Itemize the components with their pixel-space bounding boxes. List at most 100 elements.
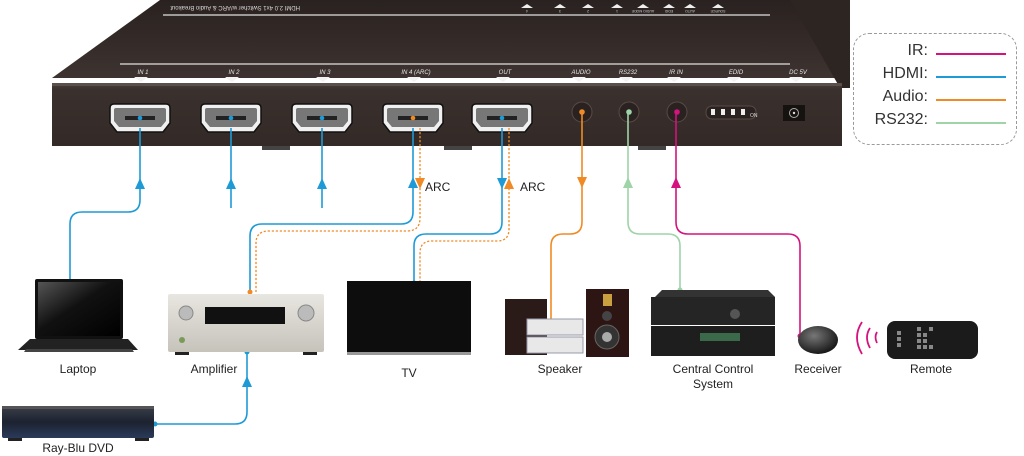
arrow-up-icon bbox=[504, 178, 514, 189]
port-marker-icon bbox=[572, 77, 586, 82]
legend-swatch bbox=[936, 53, 1006, 55]
port-label: EDID bbox=[729, 70, 744, 76]
legend-item-ir: IR: bbox=[854, 42, 1016, 64]
arc-cable-amplifier bbox=[255, 128, 421, 292]
port-label: IN 4 (ARC) bbox=[401, 70, 430, 76]
legend-swatch bbox=[936, 99, 1006, 101]
port-irin: IR IN bbox=[666, 70, 688, 123]
hdmi-cable-tv bbox=[413, 128, 503, 283]
chassis-foot bbox=[262, 146, 290, 150]
arrow-down-icon bbox=[415, 178, 425, 189]
top-button-marker-icon bbox=[637, 4, 649, 8]
amplifier-icon bbox=[168, 294, 324, 355]
chassis-foot bbox=[444, 146, 472, 150]
port-label: OUT bbox=[499, 70, 513, 76]
connector-dot bbox=[319, 115, 325, 121]
port-marker-icon bbox=[134, 77, 148, 82]
port-marker-icon bbox=[316, 77, 330, 82]
top-button-marker-icon bbox=[582, 4, 594, 8]
amplifier-label: Amplifier bbox=[190, 362, 238, 376]
receiver-label: Receiver bbox=[794, 362, 842, 376]
connector-dot bbox=[228, 115, 234, 121]
top-button-marker-icon bbox=[554, 4, 566, 8]
arrow-up-icon bbox=[242, 376, 252, 387]
legend-label: IR: bbox=[907, 42, 928, 59]
port-label: AUDIO bbox=[570, 70, 590, 76]
top-button-label: EDID bbox=[664, 9, 673, 13]
port-marker-icon bbox=[789, 77, 803, 82]
port-label: DC 5V bbox=[789, 70, 808, 76]
remote-label: Remote bbox=[909, 362, 953, 376]
dip-switch-lever bbox=[741, 109, 745, 115]
port-label: IR IN bbox=[669, 70, 683, 76]
port-marker-icon bbox=[667, 77, 681, 82]
top-button-marker-icon bbox=[684, 4, 696, 8]
central-control-label-line1: Central Control bbox=[672, 362, 754, 376]
chassis-foot bbox=[638, 146, 666, 150]
cables bbox=[69, 112, 801, 425]
port-out: OUT bbox=[471, 70, 533, 133]
dip-switch-lever bbox=[711, 109, 715, 115]
legend-swatch bbox=[936, 122, 1006, 124]
dip-switch-on-label: ON bbox=[750, 113, 758, 119]
arrow-down-icon bbox=[577, 177, 587, 188]
hdmi-cable-amplifier bbox=[249, 128, 414, 292]
top-button-label: AUDIO MODE bbox=[631, 9, 654, 13]
connector-dot bbox=[499, 115, 505, 121]
port-in1: IN 1 bbox=[109, 70, 171, 133]
power-port-pin bbox=[792, 111, 796, 115]
port-rs232: RS232 bbox=[618, 70, 640, 123]
top-button-label: AUTO bbox=[685, 9, 695, 13]
legend-label: Audio: bbox=[882, 88, 928, 105]
port-label: RS232 bbox=[619, 70, 638, 76]
arc-cable-tv bbox=[419, 128, 510, 283]
arrow-up-icon bbox=[317, 178, 327, 189]
port-in2: IN 2 bbox=[200, 70, 262, 133]
port-marker-icon bbox=[727, 77, 741, 82]
port-in4: IN 4 (ARC) bbox=[382, 70, 444, 133]
laptop-icon bbox=[18, 279, 138, 352]
arc-label-in4: ARC bbox=[425, 180, 451, 194]
switcher-device: HDMI 2.0 4x1 Switcher w/ARC & Audio Brea… bbox=[52, 0, 850, 150]
legend-item-rs232: RS232: bbox=[854, 111, 1016, 133]
port-marker-icon bbox=[496, 77, 510, 82]
connector-dot bbox=[626, 109, 632, 115]
port-label: IN 1 bbox=[137, 70, 148, 76]
legend-item-audio: Audio: bbox=[854, 88, 1016, 110]
port-edid: EDID ON bbox=[705, 70, 758, 120]
connector-dot bbox=[410, 115, 416, 121]
top-button-marker-icon bbox=[611, 4, 623, 8]
device-title: HDMI 2.0 4x1 Switcher w/ARC & Audio Brea… bbox=[170, 4, 300, 10]
dvd-label: Ray-Blu DVD bbox=[42, 441, 114, 455]
arrow-up-icon bbox=[671, 177, 681, 188]
arrow-up-icon bbox=[623, 177, 633, 188]
central-control-icon bbox=[651, 290, 775, 356]
dip-switch-lever bbox=[721, 109, 725, 115]
legend-label: HDMI: bbox=[882, 65, 928, 82]
top-button-label: 3 bbox=[559, 9, 561, 13]
rs232-cable-control bbox=[627, 112, 681, 290]
port-label: IN 2 bbox=[228, 70, 240, 76]
remote-icon bbox=[887, 321, 978, 359]
speaker-icon bbox=[505, 289, 629, 357]
hdmi-cable-laptop bbox=[69, 128, 141, 283]
central-control-label-line2: System bbox=[692, 377, 734, 391]
ir-signal-icon bbox=[856, 321, 878, 355]
arrow-up-icon bbox=[408, 177, 418, 188]
top-button-label: 2 bbox=[587, 9, 589, 13]
connector-dot bbox=[674, 109, 680, 115]
chassis-top bbox=[52, 0, 850, 78]
tv-label: TV bbox=[401, 366, 417, 380]
legend-item-hdmi: HDMI: bbox=[854, 65, 1016, 87]
top-button-marker-icon bbox=[663, 4, 675, 8]
port-marker-icon bbox=[619, 77, 633, 82]
ir-cable-receiver bbox=[675, 112, 801, 336]
tv-icon bbox=[347, 281, 471, 355]
power-port-ring bbox=[789, 108, 799, 118]
top-button-label: SOURCE bbox=[710, 9, 726, 13]
port-marker-icon bbox=[225, 77, 239, 82]
receiver-icon bbox=[798, 326, 838, 354]
speaker-label: Speaker bbox=[537, 362, 583, 376]
